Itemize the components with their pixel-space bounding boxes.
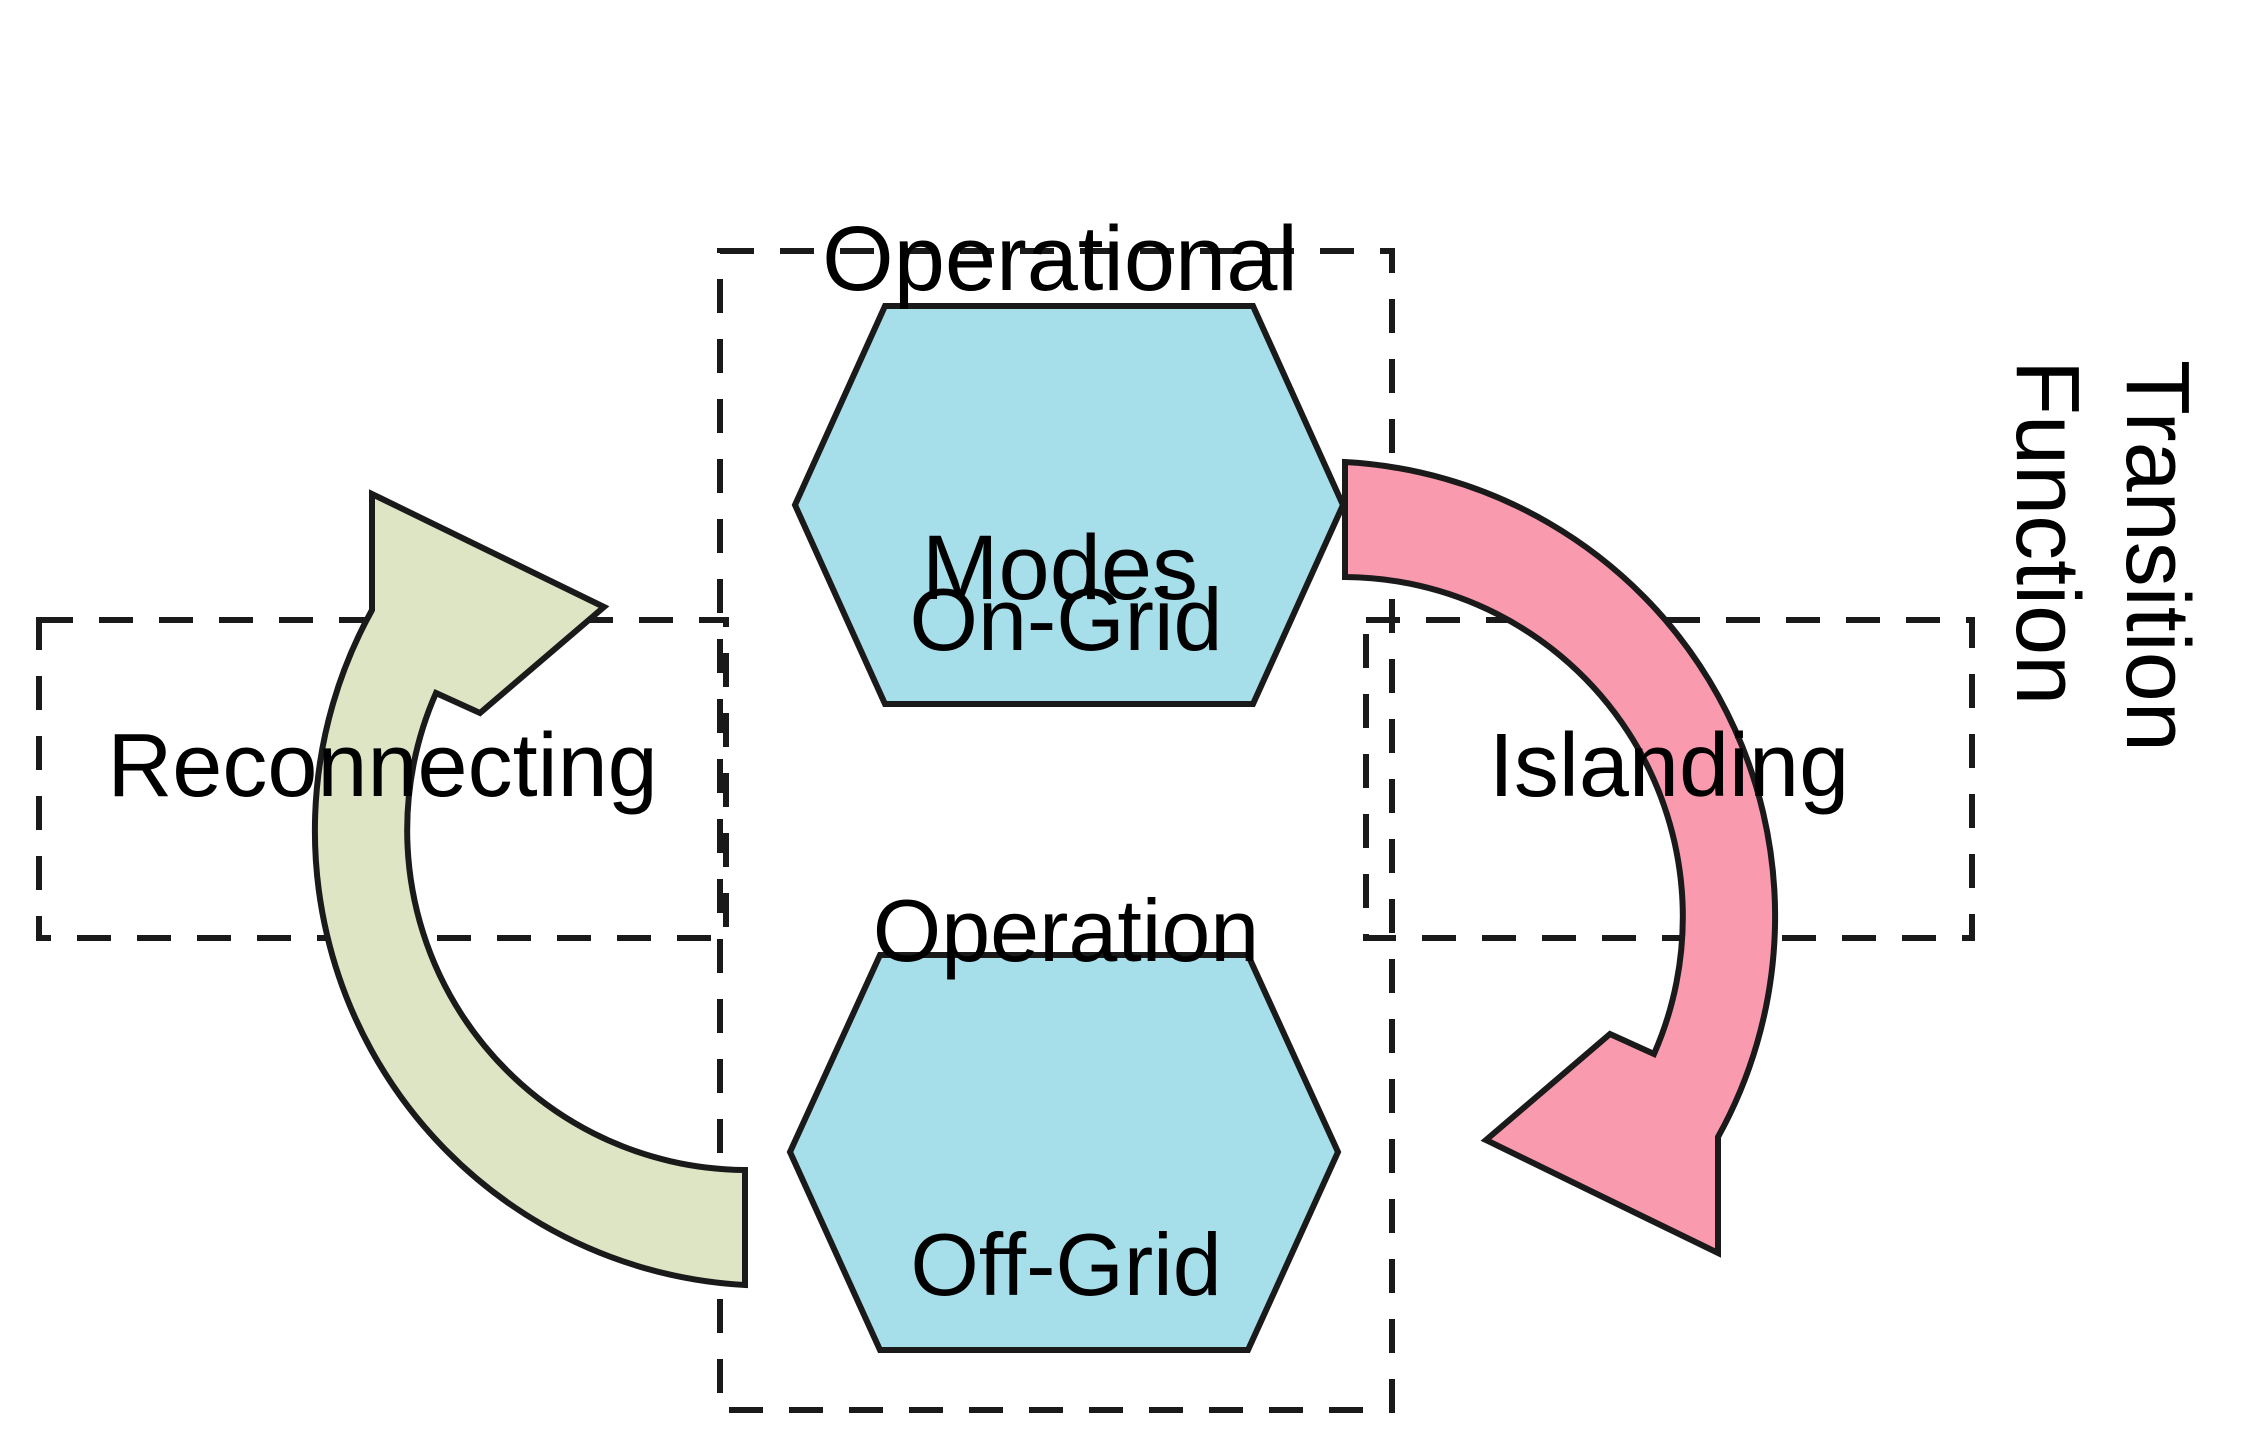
group-label-transition-function: Transition Function xyxy=(1990,360,2240,1080)
node-off-grid-label: Off-Grid Operation xyxy=(786,1005,1346,1444)
node-on-grid-hexagon[interactable] xyxy=(791,303,1347,707)
arrow-reconnecting xyxy=(311,489,748,1289)
page-title-line-2: Modes xyxy=(921,517,1199,620)
group-label-transition-function-line-2: Function xyxy=(1997,360,2097,706)
group-label-transition-function-line-1: Transition xyxy=(2107,360,2207,752)
node-on-grid-label-line-2: Operation xyxy=(872,881,1260,981)
page-title-line-1: Operational xyxy=(822,208,1298,311)
page-title: Operational Modes xyxy=(0,2,2120,826)
dashed-box-operational-modes xyxy=(717,248,1395,1413)
node-on-grid-label-line-1: On-Grid xyxy=(909,569,1223,669)
node-off-grid-hexagon[interactable] xyxy=(786,952,1342,1353)
node-off-grid-label-line-1: Off-Grid xyxy=(910,1214,1222,1314)
arrow-islanding xyxy=(1342,458,1779,1258)
node-on-grid-label: On-Grid Operation xyxy=(790,360,1342,1191)
group-label-islanding: Islanding xyxy=(1488,716,1850,816)
group-label-reconnecting: Reconnecting xyxy=(107,716,658,816)
